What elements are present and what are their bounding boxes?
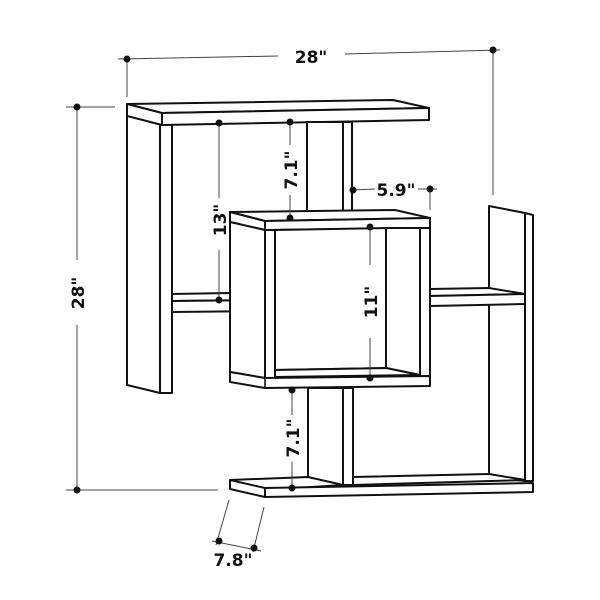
dimension-upper-left-opening: 13" <box>211 119 231 304</box>
label-overall-height: 28" <box>69 277 89 310</box>
label-top-gap: 7.1" <box>282 151 302 190</box>
label-upper-left-opening: 13" <box>211 204 231 237</box>
right-side-panel <box>488 205 534 482</box>
dimension-bottom-gap: 7.1" <box>284 386 304 492</box>
top-shelf <box>126 99 430 126</box>
label-depth: 7.8" <box>214 551 253 571</box>
label-cube-interior: 11" <box>362 286 382 319</box>
bottom-shelf <box>229 473 534 498</box>
dimension-overall-width: 28" <box>117 46 501 195</box>
label-bottom-gap: 7.1" <box>284 419 304 458</box>
lower-post <box>307 387 354 486</box>
dimension-overall-height: 28" <box>66 103 218 494</box>
dimension-post-offset: 5.9" <box>349 181 437 210</box>
dimension-cube-interior: 11" <box>362 223 382 382</box>
dimension-top-gap: 7.1" <box>282 118 302 222</box>
dimension-depth: 7.8" <box>211 499 265 571</box>
label-post-offset: 5.9" <box>377 181 416 201</box>
central-cube <box>229 209 431 389</box>
left-side-panel <box>126 112 173 394</box>
right-middle-shelf <box>429 287 526 307</box>
label-overall-width: 28" <box>295 48 328 68</box>
upper-post <box>306 121 353 219</box>
